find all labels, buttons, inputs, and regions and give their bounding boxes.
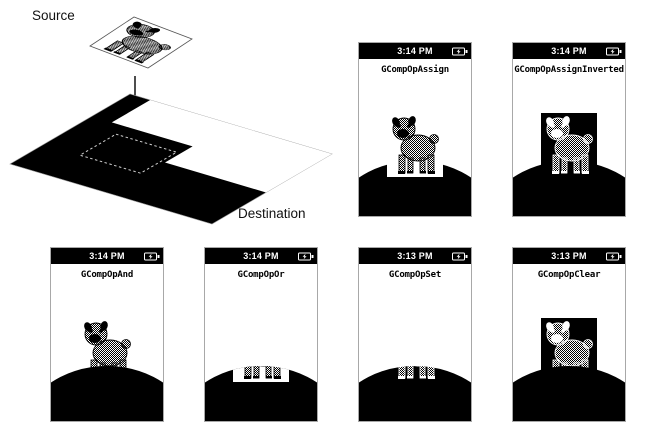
hill-shape: [51, 366, 163, 421]
battery-charging-icon: [452, 47, 468, 56]
battery-charging-icon: [144, 252, 160, 261]
scene-or: [205, 286, 317, 421]
scene-assign-inverted: [513, 81, 625, 216]
hill-shape: [359, 366, 471, 421]
status-bar: 3:13 PM: [359, 248, 471, 264]
compositing-diagram: Source Destination: [2, 2, 347, 245]
destination-label: Destination: [238, 206, 306, 221]
scene-assign: [359, 81, 471, 216]
screen-title: GCompOpAssign: [359, 59, 471, 81]
screen-title: GCompOpSet: [359, 264, 471, 286]
scene-and: [51, 286, 163, 421]
watch-screen-gcompopand: 3:14 PM GCompOpAnd: [50, 247, 164, 422]
status-time: 3:14 PM: [243, 251, 279, 261]
watch-screen-gcompopassigninverted: 3:14 PM GCompOpAssignInverted: [512, 42, 626, 217]
watch-screen-gcompopclear: 3:13 PM GCompOpClear: [512, 247, 626, 422]
screen-title: GCompOpOr: [205, 264, 317, 286]
source-label: Source: [32, 8, 75, 23]
destination-target-outline: [78, 133, 178, 174]
screen-title: GCompOpClear: [513, 264, 625, 286]
scene-set: [359, 286, 471, 421]
compositing-diagram-svg: Source Destination: [9, 8, 333, 225]
destination-white-region: [111, 100, 332, 193]
battery-charging-icon: [606, 47, 622, 56]
status-time: 3:14 PM: [551, 46, 587, 56]
watch-screen-gcompopor: 3:14 PM GCompOpOr: [204, 247, 318, 422]
destination-sheet: [9, 93, 333, 225]
screen-title: GCompOpAssignInverted: [513, 59, 625, 81]
status-bar: 3:14 PM: [205, 248, 317, 264]
screen-title: GCompOpAnd: [51, 264, 163, 286]
status-time: 3:14 PM: [89, 251, 125, 261]
status-time: 3:13 PM: [551, 251, 587, 261]
status-bar: 3:13 PM: [513, 248, 625, 264]
status-bar: 3:14 PM: [51, 248, 163, 264]
scene-clear: [513, 286, 625, 421]
status-bar: 3:14 PM: [513, 43, 625, 59]
status-time: 3:13 PM: [397, 251, 433, 261]
battery-charging-icon: [298, 252, 314, 261]
source-bitmap: [89, 16, 193, 69]
watch-screen-gcompopassign: 3:14 PM GCompOpAssign: [358, 42, 472, 217]
battery-charging-icon: [606, 252, 622, 261]
status-time: 3:14 PM: [397, 46, 433, 56]
status-bar: 3:14 PM: [359, 43, 471, 59]
battery-charging-icon: [452, 252, 468, 261]
watch-screen-gcompopset: 3:13 PM GCompOpSet: [358, 247, 472, 422]
